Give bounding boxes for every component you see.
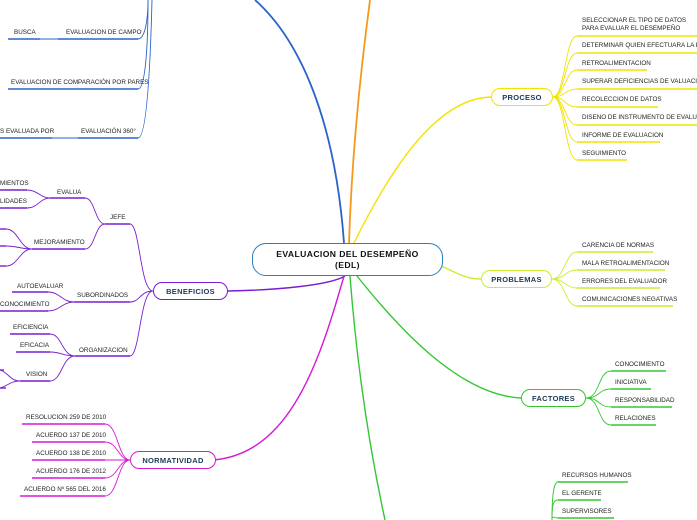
beneficios-organizacion[interactable]: ORGANIZACION [79, 347, 128, 354]
metodos-item[interactable]: EVALUACION DE COMPARACIÓN POR PARES [11, 79, 149, 86]
branch-line-evaluadores [349, 275, 386, 520]
beneficios-evalua[interactable]: EVALUA [57, 189, 82, 196]
central-topic[interactable]: EVALUACION DEL DESEMPEÑO (EDL) [252, 243, 443, 276]
metodos-sub-item[interactable]: S EVALUADA POR [0, 128, 55, 135]
beneficios-connector [0, 369, 21, 382]
evaluadores-item[interactable]: RECURSOS HUMANOS [562, 472, 632, 479]
proceso-connector [552, 88, 578, 98]
beneficios-connector [49, 351, 76, 357]
beneficios-connector [26, 189, 51, 199]
beneficios-connector [129, 223, 154, 292]
proceso-connector [552, 96, 578, 161]
normatividad-connector [104, 423, 131, 461]
factores-connector [585, 397, 612, 426]
beneficios-subordinados[interactable]: SUBORDINADOS [77, 292, 129, 299]
beneficios-connector [49, 355, 76, 382]
metodos-connector [137, 0, 149, 90]
beneficios-organizacion-item[interactable]: VISION [26, 371, 48, 378]
problemas-connector [551, 278, 578, 307]
beneficios-evalua-item[interactable]: LIDADES [0, 198, 27, 205]
proceso-connector [552, 52, 578, 98]
node-proceso[interactable]: PROCESO [491, 88, 553, 106]
problemas-item[interactable]: CARENCIA DE NORMAS [582, 242, 655, 249]
beneficios-organizacion-item[interactable]: EFICIENCIA [13, 324, 49, 331]
proceso-connector [552, 69, 578, 98]
beneficios-connector [47, 291, 75, 303]
factores-item[interactable]: CONOCIMIENTO [615, 361, 665, 368]
proceso-connector [552, 96, 578, 143]
evaluadores-connector [551, 499, 559, 520]
node-problemas[interactable]: PROBLEMAS [481, 270, 552, 288]
proceso-item[interactable]: INFORME DE EVALUACION [582, 132, 664, 139]
branch-line-metodos [254, 0, 345, 244]
proceso-item[interactable]: DETERMINAR QUIEN EFECTUARA LA EVALUACION [582, 42, 697, 49]
factores-item[interactable]: RELACIONES [615, 415, 656, 422]
factores-connector [585, 397, 612, 408]
normatividad-item[interactable]: RESOLUCION 259 DE 2010 [26, 414, 107, 421]
normatividad-item[interactable]: ACUERDO 176 DE 2012 [36, 468, 106, 475]
node-normatividad[interactable]: NORMATIVIDAD [130, 451, 216, 469]
normatividad-connector [104, 441, 131, 461]
problemas-connector [551, 269, 578, 280]
factores-connector [585, 370, 612, 399]
beneficios-connector [5, 248, 33, 267]
beneficios-subordinados-item[interactable]: CONOCIMIENTO [0, 301, 50, 308]
beneficios-connector [0, 380, 21, 389]
beneficios-mejoramiento[interactable]: MEJORAMIENTO [34, 239, 85, 246]
factores-connector [585, 388, 612, 399]
branch-line-factores [356, 275, 522, 399]
proceso-item[interactable]: DISEÑO DE INSTRUMENTO DE EVALUACION [582, 114, 697, 121]
beneficios-jefe[interactable]: JEFE [110, 214, 126, 221]
problemas-item[interactable]: MALA RETROALIMENTACION [582, 260, 670, 267]
beneficios-evalua-item[interactable]: MIENTOS [0, 180, 29, 187]
problemas-item[interactable]: ERRORES DEL EVALUADOR [582, 278, 668, 285]
beneficios-connector [84, 223, 106, 250]
normatividad-item[interactable]: ACUERDO 137 DE 2010 [36, 432, 106, 439]
evaluadores-connector [551, 516, 559, 520]
proceso-item[interactable]: SUPERAR DEFICIENCIAS DE VALUACION [582, 78, 697, 85]
factores-item[interactable]: RESPONSABILIDAD [615, 397, 675, 404]
branch-line-proceso [353, 96, 492, 244]
beneficios-connector [84, 197, 106, 225]
beneficios-connector [5, 245, 33, 250]
proceso-connector [552, 35, 578, 98]
branch-line-problemas [440, 265, 482, 280]
normatividad-item[interactable]: ACUERDO 138 DE 2010 [36, 450, 106, 457]
metodos-sub-item[interactable]: BUSCA [14, 29, 36, 36]
branch-line-beneficios [227, 275, 346, 292]
branch-line-top [348, 0, 371, 244]
metodos-item[interactable]: EVALUACIÓN 360° [81, 128, 136, 135]
proceso-item[interactable]: RECOLECCION DE DATOS [582, 96, 662, 103]
beneficios-connector [47, 301, 75, 312]
proceso-item[interactable]: SEGUIMIENTO [582, 150, 626, 157]
proceso-item[interactable]: RETROALIMENTACION [582, 60, 651, 67]
problemas-connector [551, 251, 578, 280]
node-beneficios[interactable]: BENEFICIOS [153, 282, 228, 300]
evaluadores-item[interactable]: EL GERENTE [562, 490, 602, 497]
node-factores[interactable]: FACTORES [521, 389, 586, 407]
normatividad-item[interactable]: ACUERDO Nº 565 DEL 2016 [24, 486, 106, 493]
beneficios-subordinados-item[interactable]: AUTOEVALUAR [17, 283, 64, 290]
proceso-item[interactable]: SELECCIONAR EL TIPO DE DATOS PARA EVALUA… [582, 17, 687, 32]
beneficios-connector [5, 228, 33, 250]
beneficios-connector [26, 197, 51, 209]
normatividad-connector [104, 459, 131, 479]
factores-item[interactable]: INICIATIVA [615, 379, 647, 386]
beneficios-organizacion-item[interactable]: EFICACIA [20, 342, 50, 349]
beneficios-connector [129, 290, 154, 357]
metodos-connector [137, 0, 153, 139]
normatividad-connector [104, 459, 131, 497]
evaluadores-item[interactable]: SUPERVISORES [562, 508, 612, 515]
metodos-item[interactable]: EVALUACION DE CAMPO [66, 29, 142, 36]
problemas-item[interactable]: COMUNICACIONES NEGATIVAS [582, 296, 678, 303]
beneficios-connector [49, 333, 76, 357]
beneficios-connector [129, 290, 154, 303]
branch-line-normatividad [211, 275, 345, 461]
